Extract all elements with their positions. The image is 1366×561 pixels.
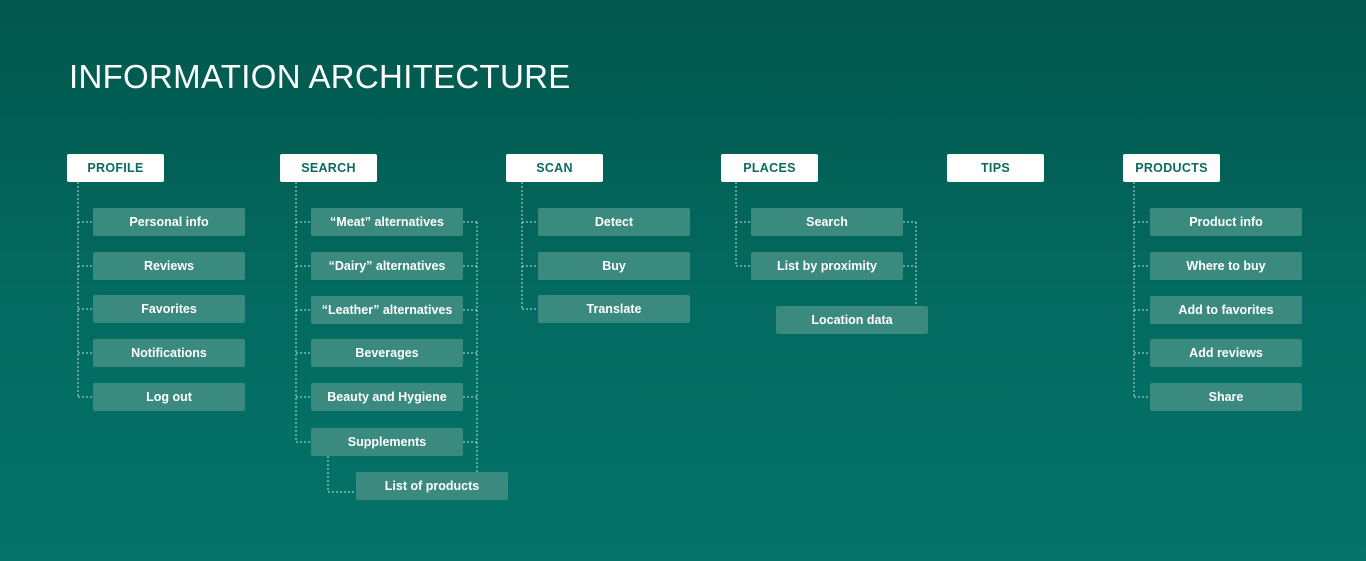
page-title: INFORMATION ARCHITECTURE [69,58,571,95]
node-log-out: Log out [93,383,245,411]
node-product-info: Product info [1150,208,1302,236]
section-header-products: PRODUCTS [1123,154,1220,182]
section-header-profile: PROFILE [67,154,164,182]
node-beverages: Beverages [311,339,463,367]
section-header-search: SEARCH [280,154,377,182]
node-translate: Translate [538,295,690,323]
node-beauty-and-hygiene: Beauty and Hygiene [311,383,463,411]
node-leather-alternatives: “Leather” alternatives [311,296,463,324]
node-add-reviews: Add reviews [1150,339,1302,367]
node-add-to-favorites: Add to favorites [1150,296,1302,324]
node-location-data: Location data [776,306,928,334]
node-detect: Detect [538,208,690,236]
node-list-by-proximity: List by proximity [751,252,903,280]
node-dairy-alternatives: “Dairy” alternatives [311,252,463,280]
section-header-scan: SCAN [506,154,603,182]
section-header-places: PLACES [721,154,818,182]
node-reviews: Reviews [93,252,245,280]
node-places-search: Search [751,208,903,236]
node-share: Share [1150,383,1302,411]
node-list-of-products: List of products [356,472,508,500]
node-supplements: Supplements [311,428,463,456]
node-favorites: Favorites [93,295,245,323]
node-where-to-buy: Where to buy [1150,252,1302,280]
node-meat-alternatives: “Meat” alternatives [311,208,463,236]
node-buy: Buy [538,252,690,280]
node-notifications: Notifications [93,339,245,367]
section-header-tips: TIPS [947,154,1044,182]
node-personal-info: Personal info [93,208,245,236]
